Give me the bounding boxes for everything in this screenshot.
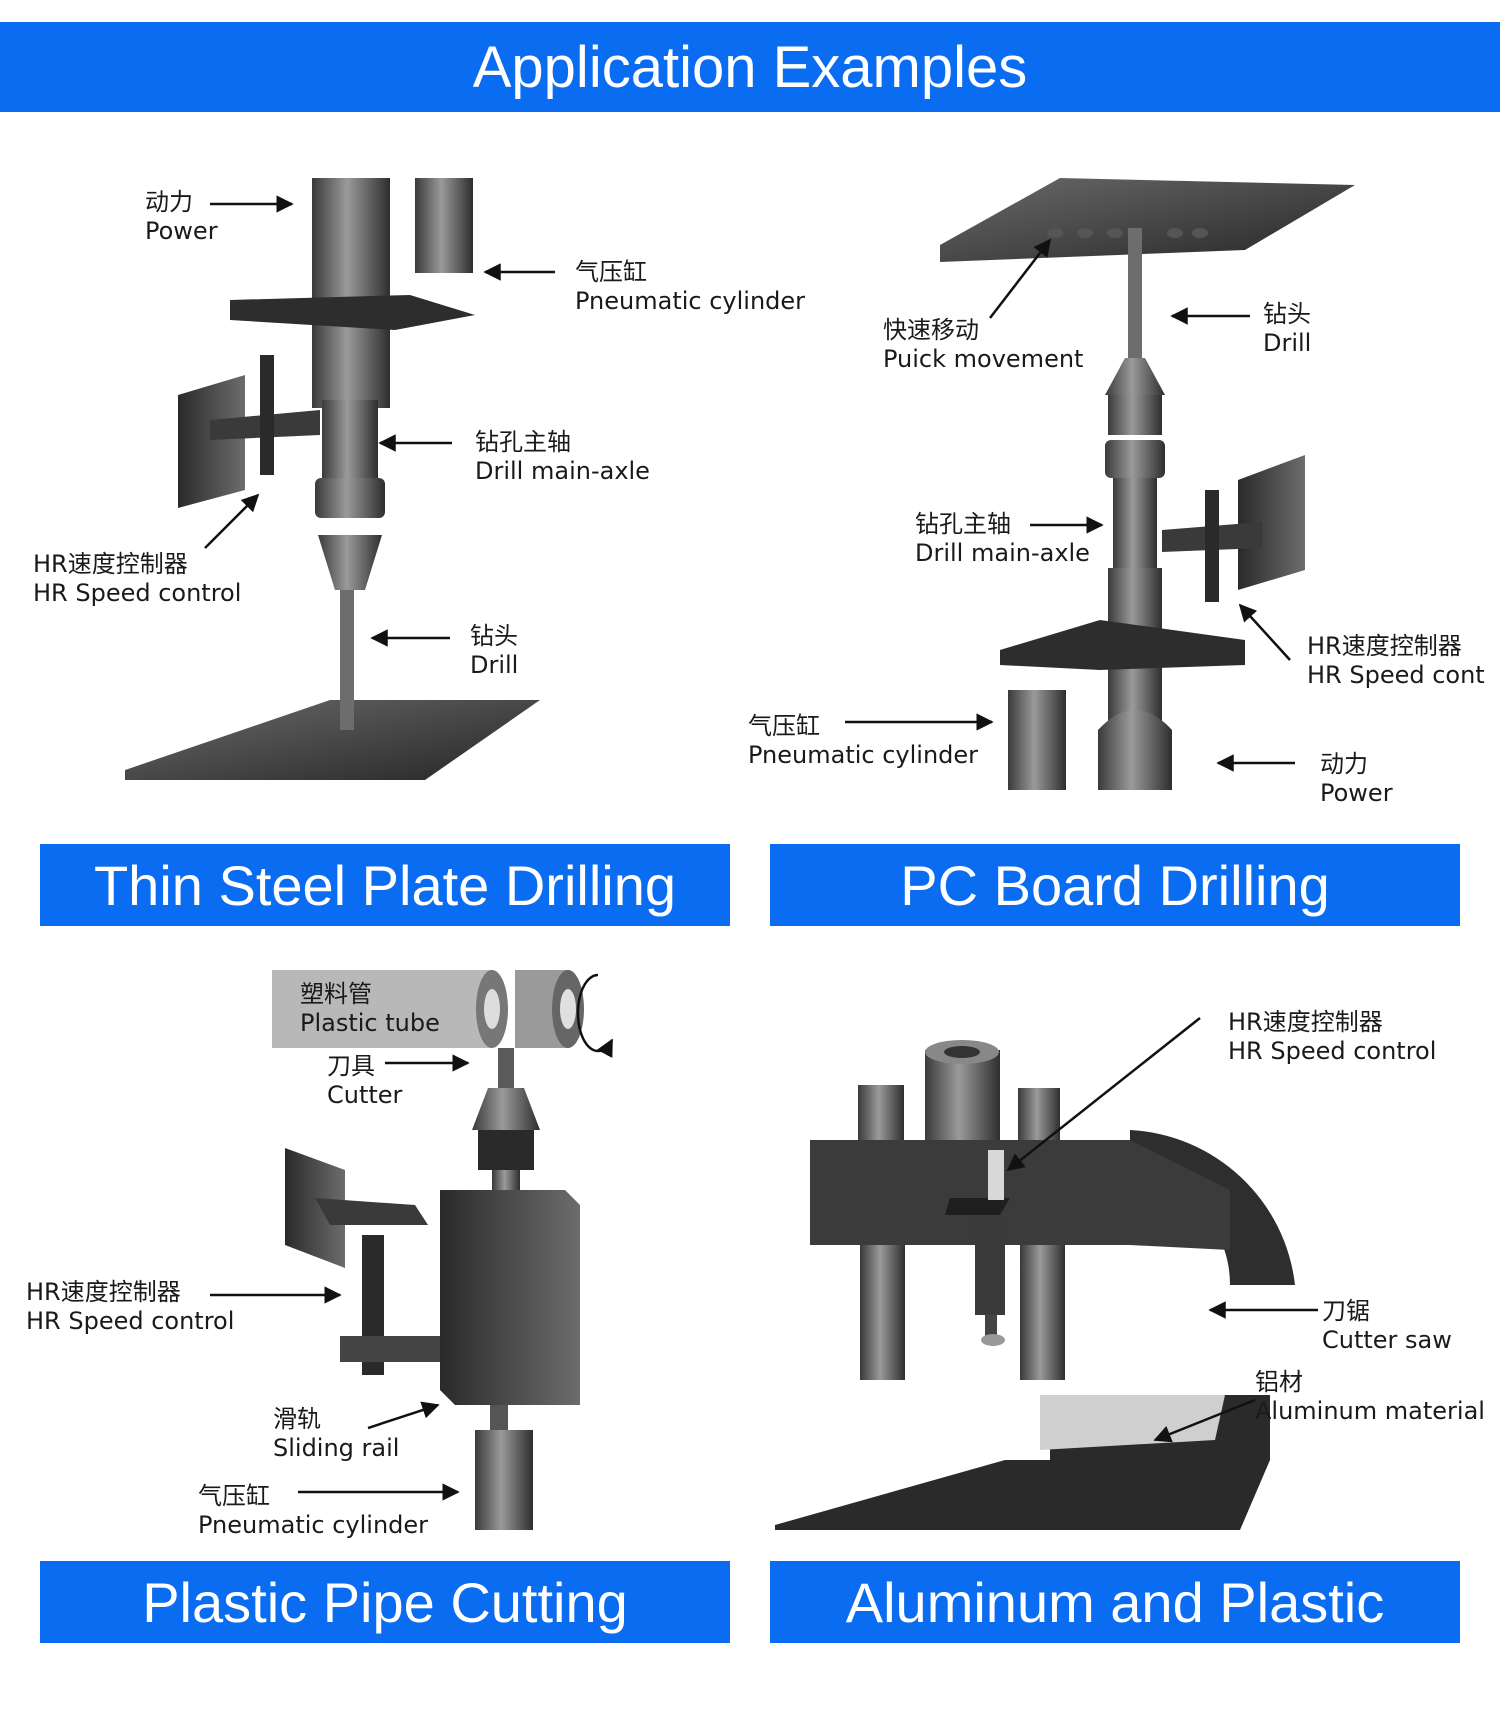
cutter-tool (498, 1048, 514, 1088)
panel-2-drawing (845, 178, 1355, 790)
steel-plate (125, 700, 540, 780)
label-aluminum-material: 铝材 Aluminum material (1255, 1368, 1485, 1425)
label-sliding-rail: 滑轨 Sliding rail (273, 1405, 400, 1462)
pcb-main-axle (1113, 478, 1157, 568)
drill-chuck (318, 535, 382, 590)
page-title: Application Examples (472, 34, 1028, 100)
upper-frame (810, 1140, 1230, 1250)
label-quick-movement: 快速移动 Puick movement (883, 316, 1084, 373)
label-plastic-tube: 塑料管 Plastic tube (300, 980, 440, 1037)
label-pipe-pneumatic-cylinder: 气压缸 Pneumatic cylinder (198, 1482, 429, 1539)
caption-aluminum-and-plastic: Aluminum and Plastic (770, 1561, 1460, 1643)
panel-3-drawing (210, 970, 614, 1530)
pcb-drill-bit (1128, 228, 1142, 358)
label-pcb-pneumatic-cylinder: 气压缸 Pneumatic cylinder (748, 712, 979, 769)
label-pcb-drill: 钻头 Drill (1263, 300, 1312, 357)
speed-control-rod (260, 355, 274, 475)
speed-control-plate (178, 375, 245, 508)
panel-4-drawing (775, 1017, 1318, 1530)
caption-plastic-pipe-cutting: Plastic Pipe Cutting (40, 1561, 730, 1643)
label-pcb-hr-speed-control: HR速度控制器 HR Speed cont (1307, 632, 1485, 689)
aluminum-material (1040, 1395, 1225, 1450)
cylinder-bracket (230, 295, 475, 330)
main-axle (322, 400, 378, 490)
label-cutter-saw: 刀锯 Cutter saw (1322, 1297, 1452, 1354)
caption-pc-board-drilling: PC Board Drilling (770, 844, 1460, 926)
label-cutter: 刀具 Cutter (327, 1052, 403, 1109)
label-drill: 钻头 Drill (470, 622, 519, 679)
panel-1-drawing (125, 178, 555, 780)
label-power: 动力 Power (145, 188, 218, 245)
pc-board (940, 178, 1355, 262)
pcb-power-motor (1098, 710, 1172, 790)
label-drill-main-axle: 钻孔主轴 Drill main-axle (475, 428, 650, 485)
label-pcb-power: 动力 Power (1320, 750, 1393, 807)
caption-thin-steel-plate-drilling: Thin Steel Plate Drilling (40, 844, 730, 926)
pcb-pneumatic-cylinder (1008, 690, 1066, 790)
drill-bit (340, 590, 354, 730)
label-pneumatic-cylinder: 气压缸 Pneumatic cylinder (575, 258, 806, 315)
slide-block (440, 1190, 580, 1405)
pcb-speed-plate (1238, 455, 1305, 590)
axle-collar (315, 478, 385, 518)
label-hr-speed-control: HR速度控制器 HR Speed control (33, 550, 242, 607)
page-title-banner: Application Examples (0, 22, 1500, 112)
power-motor (312, 178, 390, 408)
label-al-hr-speed-control: HR速度控制器 HR Speed control (1228, 1008, 1437, 1065)
pipe-pneumatic-cylinder (475, 1430, 533, 1530)
label-pipe-hr-speed-control: HR速度控制器 HR Speed control (26, 1278, 235, 1335)
label-pcb-drill-main-axle: 钻孔主轴 Drill main-axle (915, 510, 1090, 567)
plastic-tube (272, 970, 492, 1048)
pcb-drill-chuck (1105, 358, 1165, 395)
pneumatic-cylinder (415, 178, 473, 273)
